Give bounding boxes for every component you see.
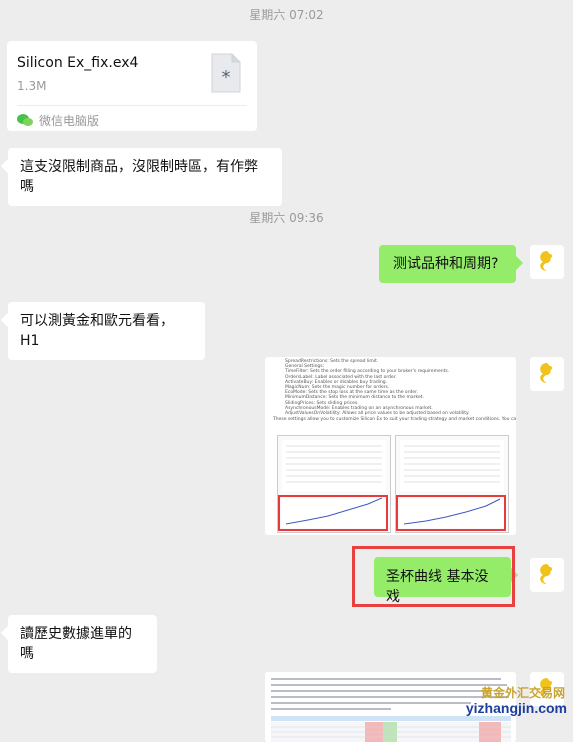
report-thumbnail: [277, 435, 391, 533]
avatar-logo-icon: [530, 558, 564, 592]
red-highlight-box: [352, 546, 515, 607]
table-screenshot-icon: [265, 672, 516, 742]
avatar[interactable]: [530, 245, 564, 279]
watermark-url: yizhangjin.com: [465, 700, 567, 716]
highlight-frame: [278, 495, 388, 531]
message-left[interactable]: 可以測黃金和歐元看看，H1: [8, 302, 205, 360]
image-message-report[interactable]: SpreadRestrictions: Sets the spread limi…: [265, 357, 516, 535]
avatar[interactable]: [530, 672, 564, 706]
report-chart-icon: [400, 440, 504, 528]
file-source: 微信电脑版: [39, 114, 100, 128]
avatar[interactable]: [530, 357, 564, 391]
report-chart-icon: [282, 440, 386, 528]
avatar-logo-icon: [530, 672, 564, 706]
document-line: TimeFilter: Sets the order filling accor…: [285, 369, 450, 375]
message-left[interactable]: 這支沒限制商品，沒限制時區，有作弊嗎: [8, 148, 282, 206]
divider: [17, 105, 247, 106]
document-line: MinimumDistance: Sets the minimum distan…: [285, 395, 424, 401]
message-right[interactable]: 圣杯曲线 基本没戏: [374, 557, 511, 605]
document-line: AsynchronousMode: Enables trading on an …: [285, 405, 433, 411]
message-left[interactable]: 讀歷史數據進單的嗎: [8, 615, 157, 673]
message-right[interactable]: 测试品种和周期?: [379, 245, 516, 283]
svg-text:*: *: [222, 67, 231, 88]
document-line: These settings allow you to customize Si…: [273, 417, 516, 422]
timestamp: 星期六 07:02: [249, 8, 324, 22]
highlight-frame: [396, 495, 506, 531]
report-thumbnail: [395, 435, 509, 533]
file-name: Silicon Ex_fix.ex4: [17, 55, 139, 71]
avatar-logo-icon: [530, 245, 564, 279]
avatar[interactable]: [530, 558, 564, 592]
document-line: AdjustValuesOnVolatility: Allows all pri…: [285, 411, 470, 416]
wechat-icon: [17, 114, 33, 126]
watermark-cn: 黄金外汇交易网: [480, 686, 565, 700]
document-line: SlidingPrices: Sets sliding prices.: [285, 400, 359, 406]
timestamp: 星期六 09:36: [249, 211, 324, 225]
document-line: SpreadRestrictions: Sets the spread limi…: [285, 359, 379, 364]
document-line: MagicNum: Sets the magic number for orde…: [285, 385, 390, 390]
image-message-table[interactable]: [265, 672, 516, 742]
document-line: General Settings:: [285, 364, 325, 370]
avatar-logo-icon: [530, 357, 564, 391]
file-icon: *: [211, 53, 241, 93]
file-size: 1.3M: [17, 79, 47, 93]
document-line: ActivateBuy: Enables or disables buy tra…: [285, 379, 388, 385]
document-line: EcoMode: Sets the stop loss at the same …: [285, 390, 418, 396]
document-line: OrdersLabel: Label associated with the l…: [285, 374, 397, 380]
file-message[interactable]: Silicon Ex_fix.ex4 1.3M * 微信电脑版: [7, 41, 257, 131]
